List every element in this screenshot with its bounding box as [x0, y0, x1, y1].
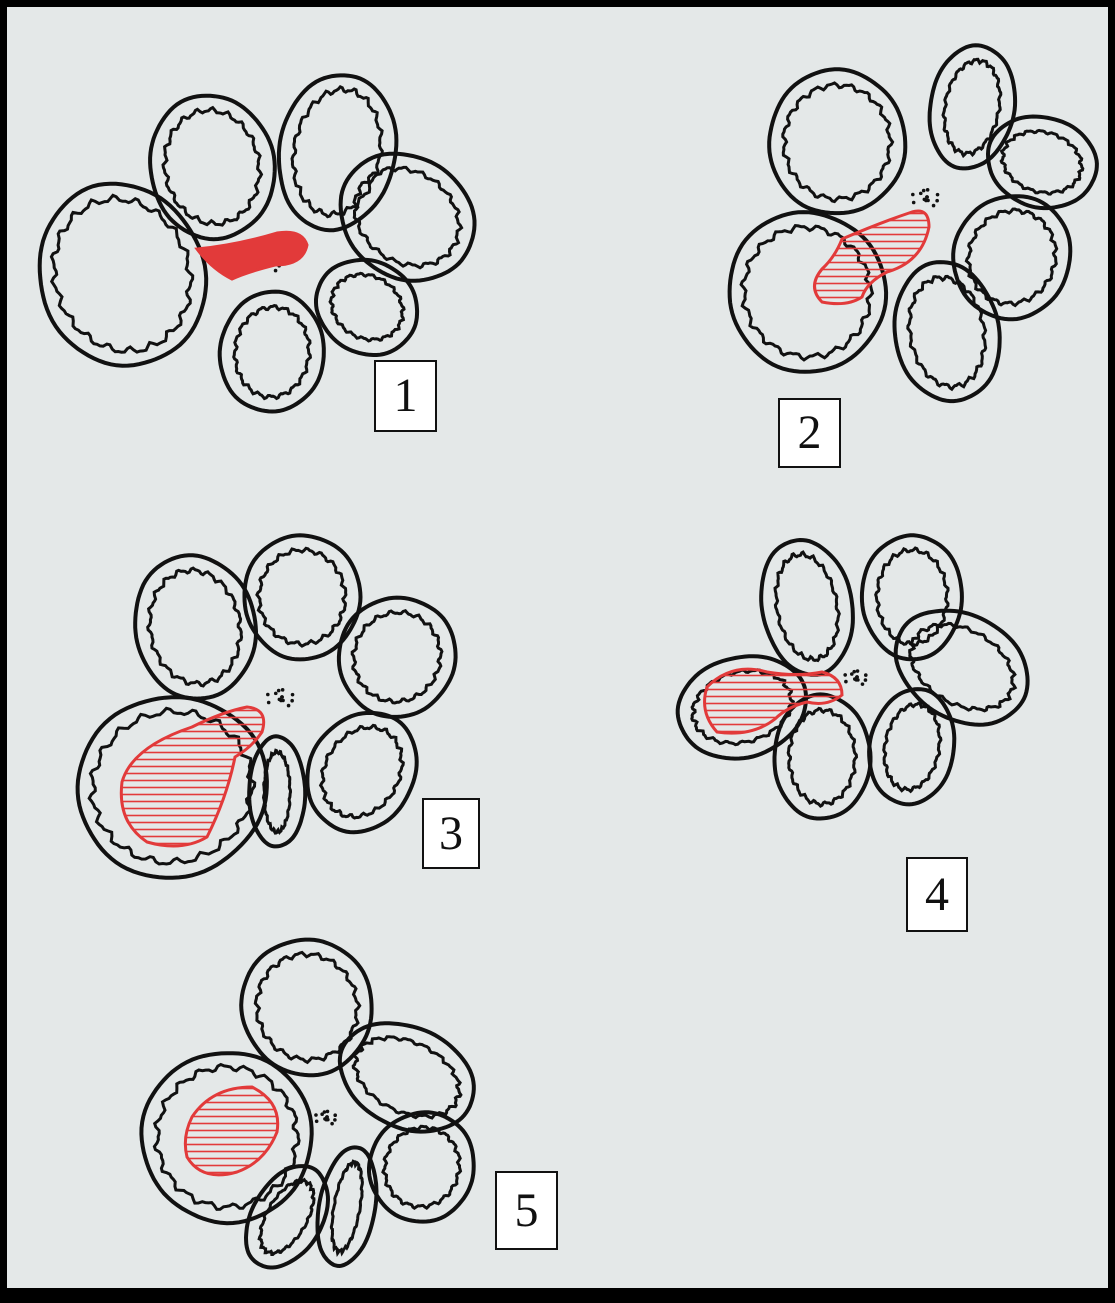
spore-cell — [150, 96, 275, 240]
spore-cell — [316, 260, 417, 355]
spore-cell — [953, 196, 1070, 319]
spore-cell — [241, 940, 371, 1076]
spore-cell — [220, 292, 324, 412]
spore-cluster-3 — [78, 535, 456, 878]
stippled-center — [266, 688, 294, 707]
spore-cell — [249, 736, 305, 846]
spore-cell — [279, 75, 397, 230]
stippled-center — [843, 669, 867, 686]
highlighted-cell-contents — [121, 707, 263, 846]
stage-label-5: 5 — [495, 1171, 558, 1250]
figure-canvas — [7, 7, 1115, 1303]
spore-cell — [369, 1112, 474, 1221]
stippled-center — [314, 1110, 337, 1126]
highlighted-cell-contents — [705, 669, 842, 733]
spore-cell — [896, 611, 1028, 725]
spore-cell — [769, 69, 905, 213]
stage-label-3: 3 — [422, 798, 480, 869]
stage-label-2: 2 — [778, 398, 841, 468]
spore-cell — [135, 555, 256, 698]
spore-cell — [988, 117, 1097, 209]
spore-cell — [40, 184, 207, 366]
spore-cell — [761, 540, 853, 675]
spore-cluster-5 — [141, 940, 473, 1268]
stippled-center — [911, 188, 939, 207]
stage-label-1: 1 — [374, 360, 437, 432]
spore-cell — [339, 598, 456, 717]
stage-label-4: 4 — [906, 857, 968, 932]
spore-cluster-2 — [730, 45, 1097, 401]
spore-cell — [895, 262, 1000, 401]
spore-cell — [869, 689, 954, 804]
spore-cluster-4 — [678, 535, 1028, 818]
spore-cell — [307, 713, 416, 832]
highlighted-cell-contents — [185, 1087, 277, 1175]
